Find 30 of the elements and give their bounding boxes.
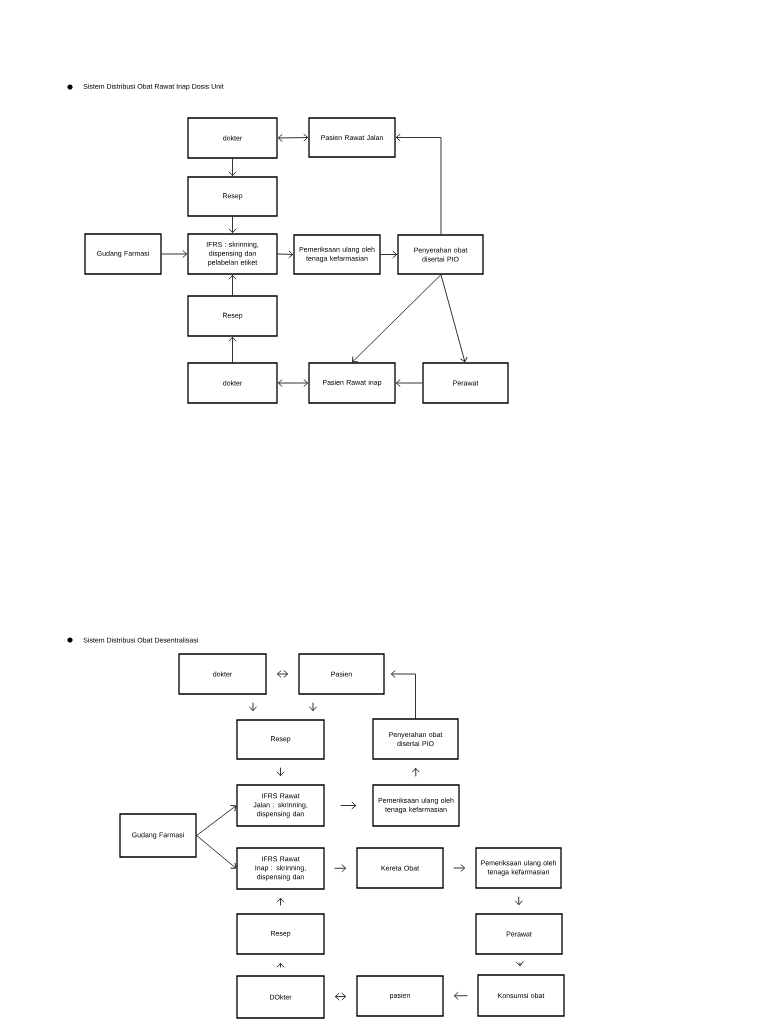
arrow: [309, 702, 317, 712]
arrow: [395, 379, 423, 387]
arrow: [453, 991, 468, 1000]
arrow: [277, 379, 309, 387]
arrow: [334, 864, 347, 873]
arrow: [196, 835, 237, 869]
arrow: [334, 992, 347, 1001]
arrow: [390, 670, 416, 719]
arrow: [411, 767, 420, 777]
arrow: [380, 250, 398, 259]
arrow: [161, 250, 188, 258]
arrow: [340, 801, 357, 810]
arrow: [228, 158, 237, 177]
arrow: [277, 250, 294, 259]
arrow: [228, 216, 237, 234]
arrow: [515, 961, 524, 967]
arrow: [276, 670, 289, 678]
arrow: [196, 805, 237, 836]
arrow: [440, 274, 468, 363]
arrow: [228, 274, 237, 296]
arrow: [276, 767, 285, 777]
arrow: [395, 133, 442, 235]
arrow: [228, 336, 237, 363]
arrow: [453, 864, 466, 872]
arrow: [352, 274, 442, 363]
arrow: [514, 896, 523, 906]
arrow: [277, 133, 309, 142]
arrow: [249, 702, 257, 712]
arrow: [276, 962, 285, 968]
arrow: [276, 897, 285, 906]
